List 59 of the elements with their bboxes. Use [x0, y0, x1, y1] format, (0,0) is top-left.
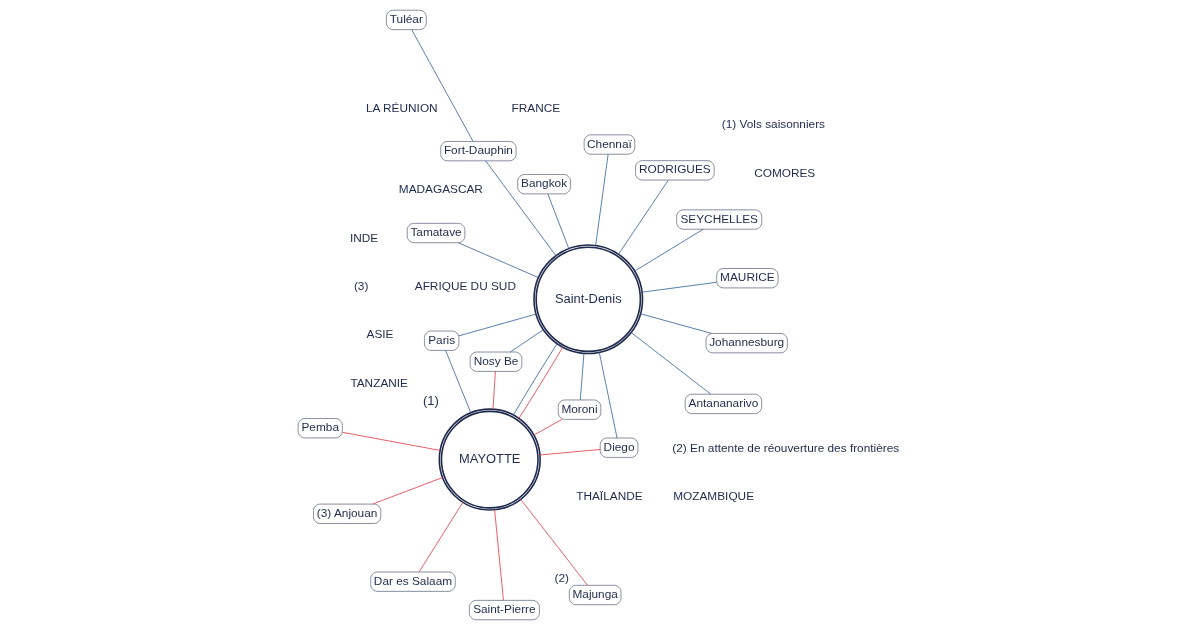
- label: TANZANIE: [350, 375, 409, 390]
- node-box: Dar es Salaam: [370, 571, 456, 592]
- node-box: (3) Anjouan: [313, 503, 381, 524]
- connector: [547, 193, 570, 249]
- connector: [641, 281, 717, 293]
- label: (2) En attente de réouverture des frontières: [672, 440, 900, 455]
- node-box: Pemba: [297, 418, 343, 439]
- connector: [457, 242, 539, 278]
- connector: [595, 154, 609, 246]
- node-box: Fort-Dauphin: [440, 141, 517, 162]
- connector: [494, 509, 504, 601]
- node-box: Majunga: [569, 585, 622, 605]
- connector: [630, 332, 712, 395]
- node-box: Antananarivo: [684, 393, 762, 414]
- label: MOZAMBIQUE: [673, 488, 755, 503]
- node-box: Tamatave: [406, 223, 466, 243]
- label: FRANCE: [511, 101, 561, 116]
- node-box: RODRIGUES: [635, 160, 715, 181]
- node-box: Bangkok: [517, 174, 571, 195]
- connector: [512, 343, 558, 416]
- node-label: (1): [422, 393, 439, 409]
- connector: [579, 353, 585, 401]
- node-box: Paris: [424, 330, 460, 351]
- label: (3): [353, 278, 369, 293]
- label: ASIE: [366, 327, 394, 342]
- label: LA RÉUNION: [365, 101, 438, 116]
- node-box: Moroni: [557, 399, 602, 420]
- label: MADAGASCAR: [398, 182, 483, 197]
- connector: [640, 313, 712, 334]
- connector: [485, 160, 557, 256]
- node-box: Saint-Pierre: [469, 600, 540, 621]
- connector: [458, 313, 537, 337]
- node-box: SEYCHELLES: [676, 209, 762, 230]
- connector: [618, 179, 669, 255]
- label: THAÏLANDE: [576, 488, 643, 503]
- connector: [634, 228, 704, 272]
- connector: [341, 431, 441, 451]
- connector: [520, 499, 588, 586]
- connector: [598, 352, 618, 439]
- node-box: Nosy Be: [469, 351, 523, 372]
- connector: [492, 371, 496, 410]
- label: (1) Vols saisonniers: [721, 117, 826, 132]
- node-box: Johannesburg: [705, 333, 788, 354]
- node-label: (2): [554, 570, 569, 585]
- label: INDE: [349, 230, 379, 245]
- connector: [411, 29, 474, 142]
- node-box: MAURICE: [716, 268, 779, 289]
- node-box: Diego: [599, 437, 639, 458]
- connector: [518, 346, 564, 419]
- node-box: Tuléar: [386, 9, 427, 30]
- connector: [418, 502, 464, 573]
- label: COMORES: [754, 165, 816, 180]
- connector: [539, 449, 601, 456]
- connector: [510, 329, 544, 353]
- connector: [445, 350, 472, 414]
- node-box: Chennaï: [583, 134, 636, 155]
- connector: [372, 477, 443, 505]
- connector: [533, 419, 563, 436]
- label: AFRIQUE DU SUD: [414, 278, 516, 293]
